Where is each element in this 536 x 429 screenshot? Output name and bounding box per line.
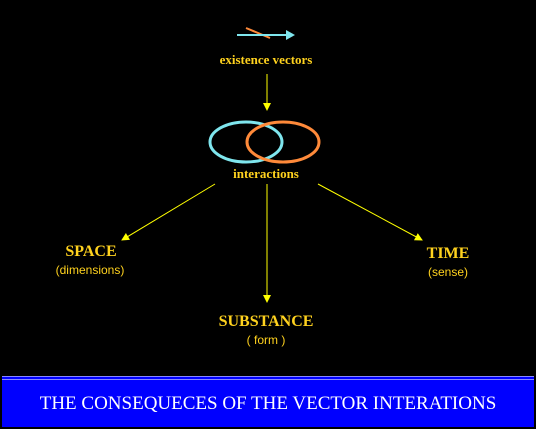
caption-banner: THE CONSEQUECES OF THE VECTOR INTERATION… bbox=[2, 376, 534, 427]
overlapping-circles-icon bbox=[208, 120, 321, 164]
arrow-interactions-to-time bbox=[317, 183, 423, 241]
label-interactions: interactions bbox=[233, 166, 299, 181]
caption-text: THE CONSEQUECES OF THE VECTOR INTERATION… bbox=[39, 392, 497, 414]
note-time: (sense) bbox=[427, 265, 468, 279]
crossed-vector-arrows-icon bbox=[237, 27, 295, 40]
arrow-interactions-to-space bbox=[121, 183, 216, 241]
label-substance: SUBSTANCE bbox=[218, 313, 314, 330]
label-existence-vectors: existence vectors bbox=[219, 52, 313, 67]
label-space: SPACE bbox=[65, 243, 117, 260]
label-time: TIME bbox=[426, 245, 470, 262]
note-substance: ( form ) bbox=[246, 333, 286, 347]
note-space: (dimensions) bbox=[55, 263, 125, 277]
